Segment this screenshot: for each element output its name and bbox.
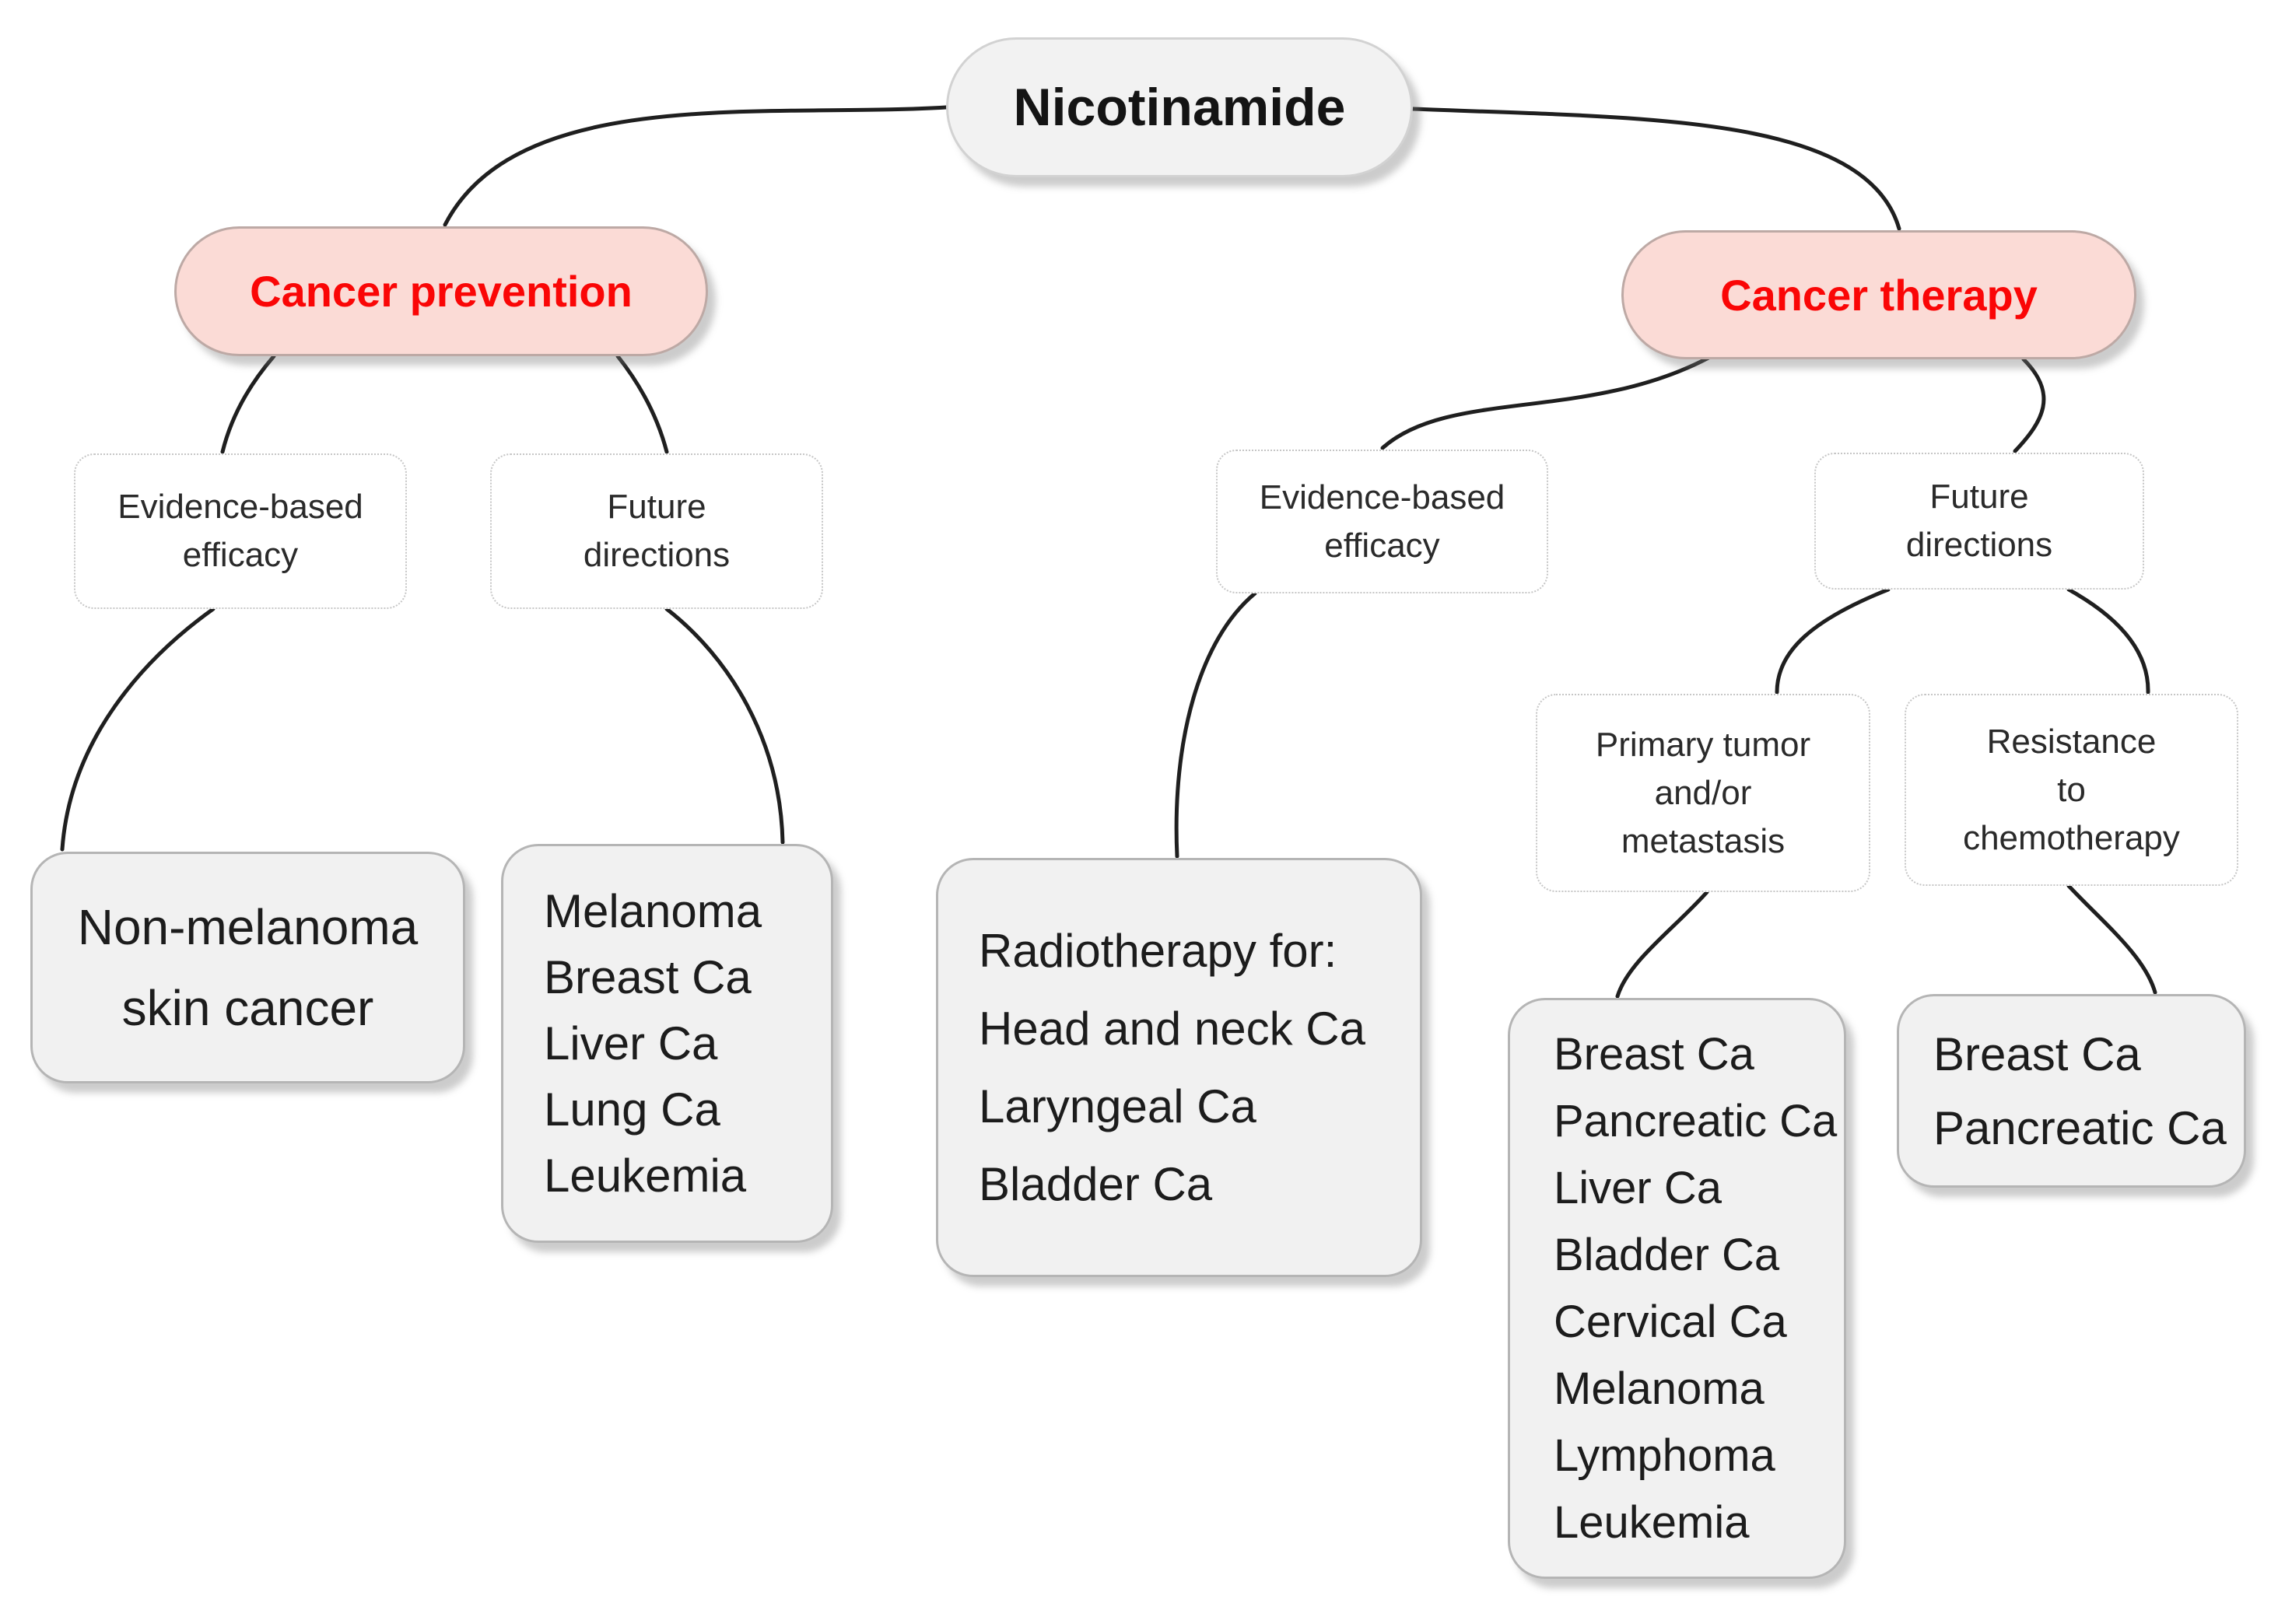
connector-future-primarytumor	[1775, 587, 1891, 695]
node-therapy-future-directions: Future directions	[1814, 453, 2144, 590]
node-prevention-future-cancer-list: Melanoma Breast Ca Liver Ca Lung Ca Leuk…	[501, 844, 833, 1243]
node-radiotherapy-cancer-list: Radiotherapy for: Head and neck Ca Laryn…	[936, 858, 1422, 1277]
connector-future-melanomalist	[664, 607, 785, 845]
connector-future-resistance	[2066, 587, 2150, 695]
node-resistance-to-chemotherapy: Resistance to chemotherapy	[1905, 694, 2238, 886]
node-resistance-cancer-list: Breast Ca Pancreatic Ca	[1897, 994, 2246, 1188]
node-prevention-future-directions: Future directions	[490, 453, 823, 609]
connector-resistance-list	[2066, 884, 2157, 995]
connector-therapy-evidence	[1380, 355, 1711, 450]
connector-root-prevention	[443, 105, 948, 227]
node-therapy-evidence-based-efficacy: Evidence-based efficacy	[1216, 450, 1548, 593]
node-branch-cancer-therapy: Cancer therapy	[1621, 230, 2136, 359]
node-primary-tumor-metastasis: Primary tumor and/or metastasis	[1536, 694, 1870, 892]
node-branch-cancer-prevention: Cancer prevention	[174, 226, 708, 356]
connector-root-therapy	[1411, 107, 1901, 231]
connector-therapy-future	[2013, 357, 2046, 453]
node-primary-tumor-cancer-list: Breast Ca Pancreatic Ca Liver Ca Bladder…	[1508, 998, 1846, 1579]
connector-primarytumor-list	[1615, 890, 1709, 999]
node-root-nicotinamide: Nicotinamide	[946, 37, 1413, 177]
connector-evidence-nonmelanoma	[60, 607, 216, 852]
connector-evidence-radiotherapy	[1174, 591, 1257, 859]
node-non-melanoma-skin-cancer: Non-melanoma skin cancer	[30, 852, 465, 1083]
node-prevention-evidence-based-efficacy: Evidence-based efficacy	[74, 453, 407, 609]
connector-prevention-evidence	[220, 354, 276, 454]
connector-prevention-future	[615, 354, 669, 454]
